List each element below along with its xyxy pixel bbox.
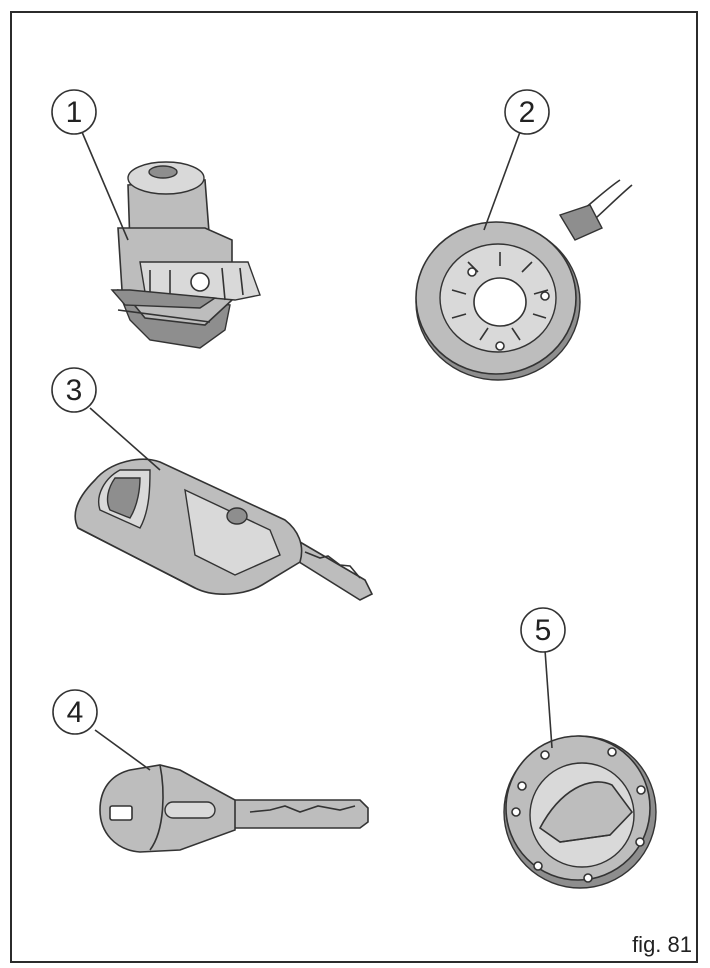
ignition-lock-icon	[110, 161, 261, 349]
leader-line-4	[94, 729, 151, 771]
master-key-icon	[74, 458, 374, 601]
leader-line-3	[89, 407, 161, 471]
callout-5: 5	[520, 607, 566, 653]
leader-line-2	[483, 131, 521, 231]
callout-3: 3	[51, 367, 97, 413]
fuel-cap-lock-icon	[503, 735, 657, 889]
immobilizer-antenna-ring-icon	[415, 179, 633, 381]
callout-number: 3	[66, 374, 83, 407]
callout-2: 2	[504, 89, 550, 135]
figure-label: fig. 81	[632, 932, 692, 957]
callout-1: 1	[51, 89, 97, 135]
leader-lines	[81, 131, 553, 771]
callout-number: 2	[519, 96, 536, 129]
leader-line-1	[81, 131, 129, 241]
key-icon	[99, 764, 369, 853]
callout-4: 4	[52, 689, 98, 735]
callout-number: 5	[535, 614, 552, 647]
leader-line-5	[544, 649, 553, 749]
callout-number: 4	[67, 696, 84, 729]
callout-number: 1	[66, 96, 83, 129]
